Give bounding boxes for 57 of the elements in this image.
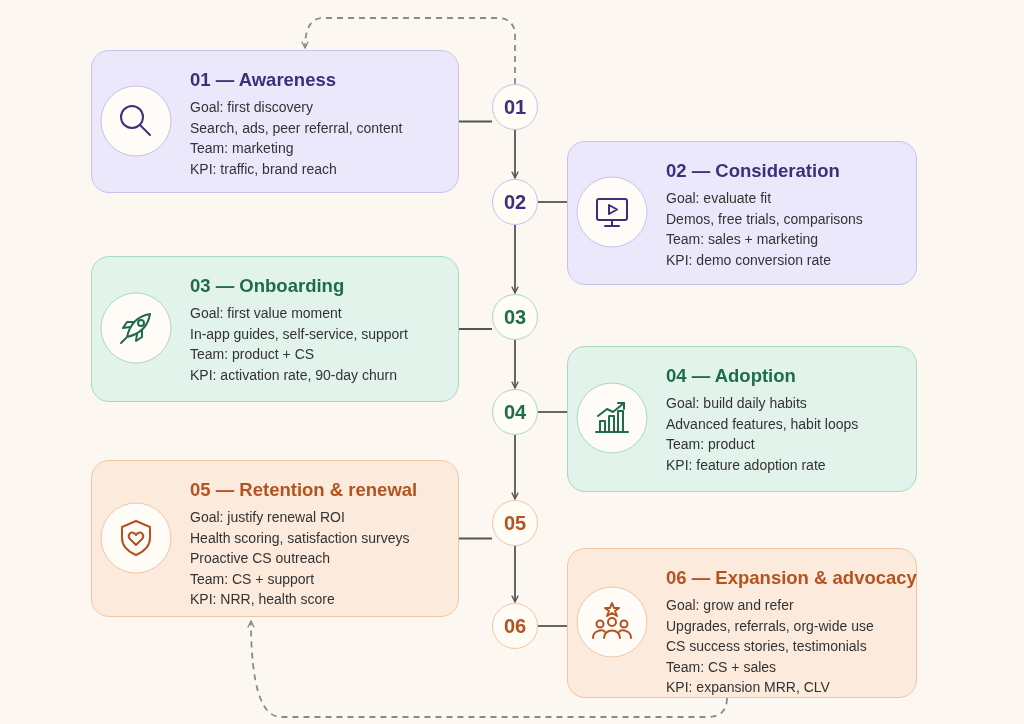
stage-detail: Goal: first value moment: [190, 305, 342, 321]
step-circle: 05: [492, 500, 538, 546]
stage-detail: Team: product: [666, 436, 755, 452]
stage-detail: Health scoring, satisfaction surveys: [190, 529, 410, 546]
step-circle: 04: [492, 389, 538, 435]
connector-line: [458, 537, 493, 540]
stage-heading: 02 — Consideration: [666, 160, 840, 182]
arrow: [511, 224, 519, 294]
stage-heading: 01 — Awareness: [190, 69, 337, 91]
stage-detail: KPI: NRR, health score: [190, 591, 335, 607]
arrow: [301, 17, 516, 85]
arrow: [511, 545, 519, 603]
stage-heading: 04 — Adoption: [666, 365, 796, 387]
stage-detail: KPI: traffic, brand reach: [190, 160, 337, 177]
stage-heading: 06 — Expansion & advocacy: [666, 567, 917, 589]
stage-detail: Upgrades, referrals, org-wide use: [666, 617, 874, 634]
stage-heading: 05 — Retention & renewal: [190, 479, 418, 501]
step-circle: 01: [492, 84, 538, 130]
stage-card: [91, 256, 459, 402]
stage-detail: Demos, free trials, comparisons: [666, 210, 863, 227]
arrow: [511, 129, 519, 179]
stage-detail: Goal: first discovery: [190, 99, 313, 115]
stage-detail: KPI: activation rate, 90-day churn: [190, 366, 397, 383]
stage-detail: KPI: expansion MRR, CLV: [666, 679, 830, 695]
stage-detail: Team: CS + support: [190, 570, 315, 587]
stage-detail: KPI: demo conversion rate: [666, 251, 831, 268]
stage-detail: Team: sales + marketing: [666, 231, 819, 247]
stage-heading: 03 — Onboarding: [190, 275, 345, 297]
connector-line: [537, 201, 568, 203]
stage-detail: Team: marketing: [190, 140, 294, 156]
arrow: [511, 434, 519, 500]
step-circle: 06: [492, 603, 538, 649]
stage-card: [567, 548, 917, 698]
stage-detail: Proactive CS outreach: [190, 550, 331, 566]
connector-line: [537, 625, 568, 627]
arrow: [247, 620, 728, 718]
stage-detail: Team: CS + sales: [666, 658, 777, 675]
connector-line: [458, 120, 493, 123]
stage-card: [567, 141, 917, 285]
stage-detail: Goal: evaluate fit: [666, 190, 772, 206]
stage-detail: KPI: feature adoption rate: [666, 456, 826, 473]
arrow: [511, 339, 519, 389]
stage-detail: Team: product + CS: [190, 346, 315, 362]
step-circle: 02: [492, 179, 538, 225]
stage-detail: In-app guides, self-service, support: [190, 325, 408, 342]
stage-card: [567, 346, 917, 492]
stage-detail: Search, ads, peer referral, content: [190, 119, 403, 136]
stage-detail: Goal: grow and refer: [666, 597, 794, 613]
stage-detail: Goal: justify renewal ROI: [190, 509, 345, 525]
step-circle: 03: [492, 294, 538, 340]
connector-line: [537, 411, 568, 413]
stage-detail: Advanced features, habit loops: [666, 415, 859, 432]
stage-detail: CS success stories, testimonials: [666, 638, 867, 654]
stage-detail: Goal: build daily habits: [666, 395, 807, 411]
connector-line: [458, 328, 493, 330]
stage-card: [91, 50, 459, 193]
stage-card: [91, 460, 459, 617]
